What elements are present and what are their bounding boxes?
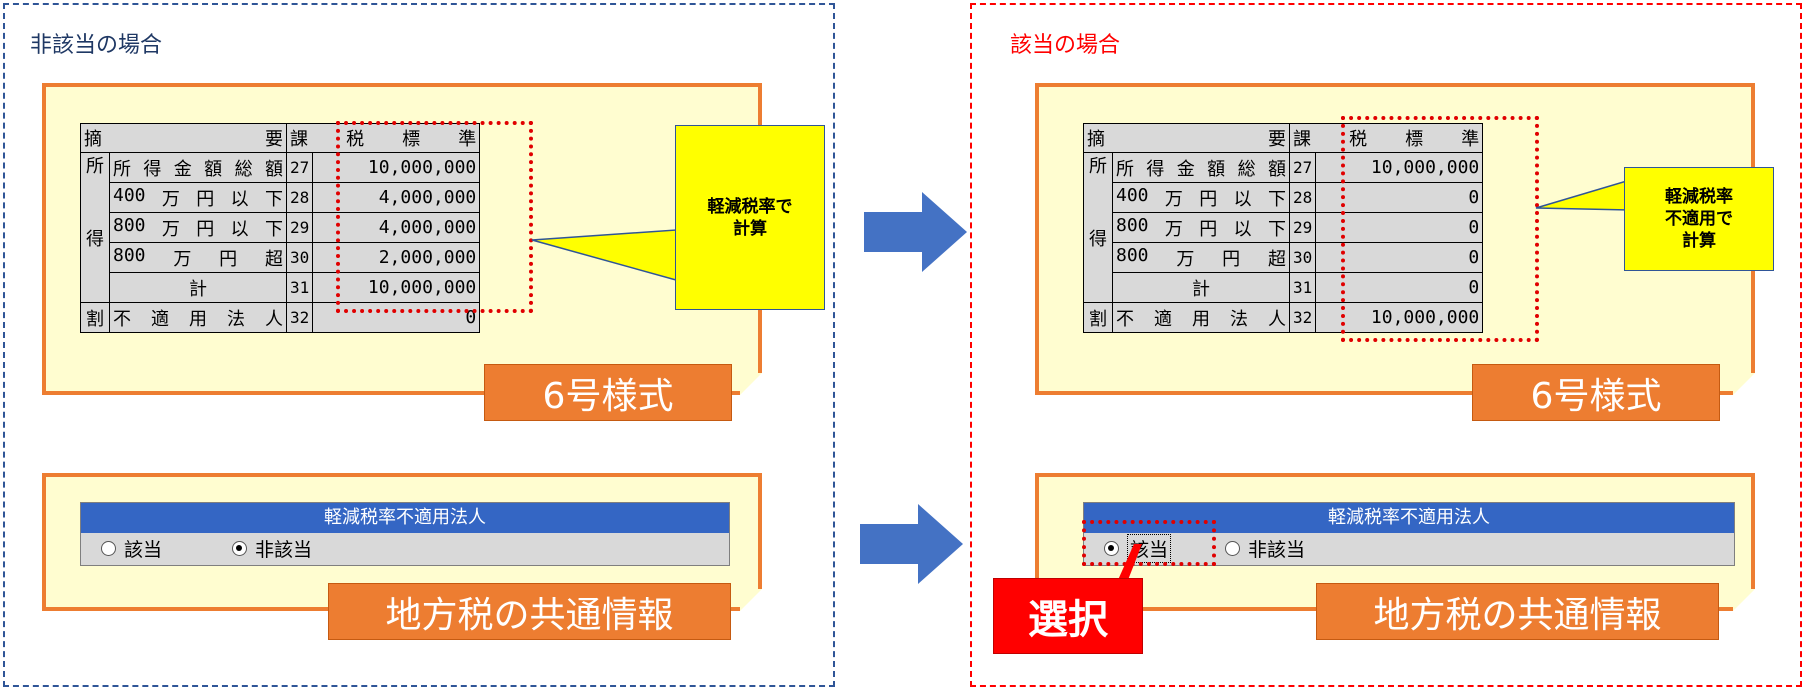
line-number: 32 <box>285 302 314 333</box>
arrow-right-icon <box>860 504 963 584</box>
side-label-shotoku: 所得 <box>80 152 110 303</box>
highlight-box <box>336 121 533 313</box>
side-label-wari: 割 <box>80 302 110 333</box>
line-number: 27 <box>1288 152 1317 183</box>
callout-not-applied: 軽減税率不適用で計算 <box>1624 167 1774 271</box>
note-fold <box>1733 589 1755 611</box>
right-panel-applicable: 該当の場合 <box>970 3 1802 687</box>
radio-icon <box>1225 540 1241 556</box>
value-cell: 2,000,000 <box>312 242 481 273</box>
radio-checked-icon <box>1104 540 1119 556</box>
radio-not-applicable[interactable]: 非該当 <box>1225 535 1305 562</box>
value-cell: 4,000,000 <box>312 182 481 213</box>
left-panel-not-applicable: 非該当の場合 <box>3 3 835 687</box>
row-label: 所得金額総額 <box>109 152 287 183</box>
select-pointer <box>1118 544 1142 580</box>
line-number: 29 <box>1288 212 1317 243</box>
line-number: 28 <box>1288 182 1317 213</box>
line-number: 28 <box>285 182 314 213</box>
header-tax-base: 課税標準 <box>1288 123 1484 153</box>
highlight-box <box>1341 116 1539 342</box>
form-header: 軽減税率不適用法人 <box>81 503 729 533</box>
note-fold <box>740 373 762 395</box>
line-number: 32 <box>1288 302 1317 333</box>
panel-title: 非該当の場合 <box>30 33 163 58</box>
radio-applicable[interactable]: 該当 <box>101 535 162 562</box>
reduced-rate-form: 軽減税率不適用法人 該当 非該当 <box>80 502 730 566</box>
arrow-right-icon <box>864 192 967 272</box>
row-label: 不適用法人 <box>1112 302 1290 333</box>
line-number: 31 <box>285 272 314 303</box>
header-cell: 摘要 <box>1083 123 1290 153</box>
line-number: 30 <box>285 242 314 273</box>
header-tax-base: 課税標準 <box>285 123 481 153</box>
line-number: 31 <box>1288 272 1317 303</box>
panel-title: 該当の場合 <box>1010 33 1121 58</box>
common-info-tag: 地方税の共通情報 <box>328 583 731 640</box>
radio-not-applicable[interactable]: 非該当 <box>232 535 312 562</box>
header-cell: 摘要 <box>80 123 287 153</box>
side-label-shotoku: 所得 <box>1083 152 1113 303</box>
common-info-tag: 地方税の共通情報 <box>1316 583 1719 640</box>
note-fold <box>740 589 762 611</box>
row-label-total: 計 <box>109 272 287 303</box>
radio-icon <box>101 540 116 556</box>
line-number: 30 <box>1288 242 1317 273</box>
line-number: 27 <box>285 152 314 183</box>
row-label: 所得金額総額 <box>1112 152 1290 183</box>
value-cell: 0 <box>312 302 481 333</box>
value-cell: 10,000,000 <box>312 272 481 303</box>
form6-tag: 6号様式 <box>484 364 732 421</box>
callout-reduced-rate: 軽減税率で計算 <box>675 125 825 310</box>
form6-tag: 6号様式 <box>1472 364 1720 421</box>
radio-checked-icon <box>232 540 248 556</box>
side-label-wari: 割 <box>1083 302 1113 333</box>
line-number: 29 <box>285 212 314 243</box>
row-label: 不適用法人 <box>109 302 287 333</box>
value-cell: 10,000,000 <box>312 152 481 183</box>
value-cell: 4,000,000 <box>312 212 481 243</box>
highlight-box <box>1082 520 1216 566</box>
select-label: 選択 <box>993 578 1143 654</box>
form-header: 軽減税率不適用法人 <box>1084 503 1734 533</box>
note-fold <box>1733 373 1755 395</box>
row-label-total: 計 <box>1112 272 1290 303</box>
